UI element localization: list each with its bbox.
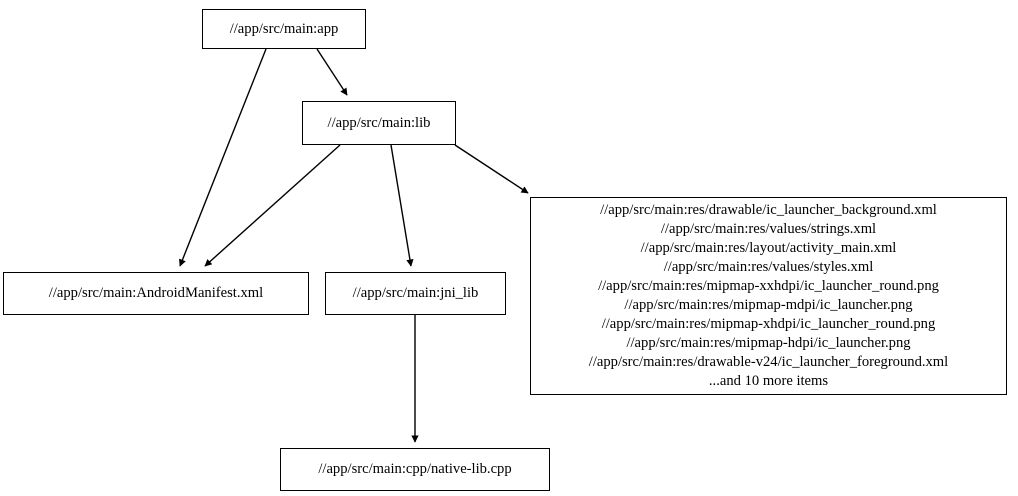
edge-lib-to-manifest bbox=[204, 144, 341, 267]
graph-node-native-lib-cpp-label: //app/src/main:cpp/native-lib.cpp bbox=[318, 461, 512, 477]
graph-node-androidmanifest[interactable]: //app/src/main:AndroidManifest.xml bbox=[3, 272, 309, 315]
graph-node-native-lib-cpp[interactable]: //app/src/main:cpp/native-lib.cpp bbox=[280, 448, 550, 491]
edge-lib-to-res bbox=[454, 144, 529, 194]
graph-node-jni-lib-label: //app/src/main:jni_lib bbox=[352, 285, 479, 301]
graph-node-app[interactable]: //app/src/main:app bbox=[202, 9, 366, 49]
edge-lib-to-jni bbox=[390, 144, 414, 267]
graph-node-lib-label: //app/src/main:lib bbox=[327, 114, 431, 131]
graph-node-androidmanifest-label: //app/src/main:AndroidManifest.xml bbox=[48, 285, 264, 301]
graph-node-jni-lib[interactable]: //app/src/main:jni_lib bbox=[325, 272, 506, 315]
graph-node-res-bundle-label: //app/src/main:res/drawable/ic_launcher_… bbox=[588, 202, 949, 389]
graph-node-lib[interactable]: //app/src/main:lib bbox=[302, 101, 456, 145]
edge-app-to-manifest bbox=[179, 48, 267, 267]
edge-app-to-lib bbox=[316, 48, 348, 96]
graph-node-app-label: //app/src/main:app bbox=[229, 20, 339, 37]
graph-node-res-bundle[interactable]: //app/src/main:res/drawable/ic_launcher_… bbox=[530, 197, 1007, 395]
